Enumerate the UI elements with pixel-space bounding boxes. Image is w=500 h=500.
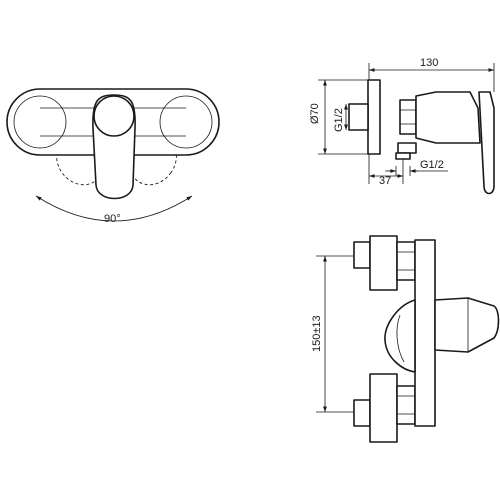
dim-130-label: 130 — [420, 57, 438, 69]
mixer-body-side — [415, 91, 481, 144]
top-hex-nut — [396, 241, 416, 281]
dim-150-label: 150±13 — [311, 315, 323, 352]
hex-nut-side — [399, 99, 417, 135]
bottom-hex-facets — [397, 395, 415, 415]
mixer-body-front — [414, 239, 436, 427]
front-view: 150±13 — [311, 235, 500, 443]
bulge-contour — [396, 314, 405, 363]
dim-150-extension — [316, 255, 354, 413]
left-connector-outline — [13, 95, 67, 149]
wall-escutcheon — [367, 79, 381, 155]
dim-outlet-label: G1/2 — [420, 159, 444, 171]
lever-side — [478, 91, 495, 195]
outlet-thread — [395, 152, 411, 160]
rotation-angle-label: 90° — [104, 213, 121, 225]
lever-front — [434, 297, 500, 353]
rotation-arc — [35, 195, 193, 222]
inlet-nipple — [348, 103, 369, 131]
top-inlet-nipple — [353, 241, 371, 269]
top-hex-facets — [397, 251, 415, 271]
dim-70-label: Ø70 — [309, 103, 321, 124]
bottom-hex-nut — [396, 385, 416, 425]
top-escutcheon — [369, 235, 398, 291]
right-connector-outline — [159, 95, 213, 149]
hex-nut-facets — [400, 109, 416, 125]
cartridge-cap — [93, 95, 135, 137]
dim-inlet-label: G1/2 — [333, 108, 345, 132]
dim-37-extension — [368, 154, 404, 184]
side-view: 130 Ø70 G1/2 37 G1/2 — [309, 57, 495, 195]
top-view: 90° — [6, 88, 220, 225]
outlet-spout — [397, 142, 417, 154]
bottom-escutcheon — [369, 373, 398, 443]
dim-37-label: 37 — [379, 175, 391, 187]
bottom-inlet-nipple — [353, 399, 371, 427]
cartridge-bulge — [384, 299, 416, 373]
